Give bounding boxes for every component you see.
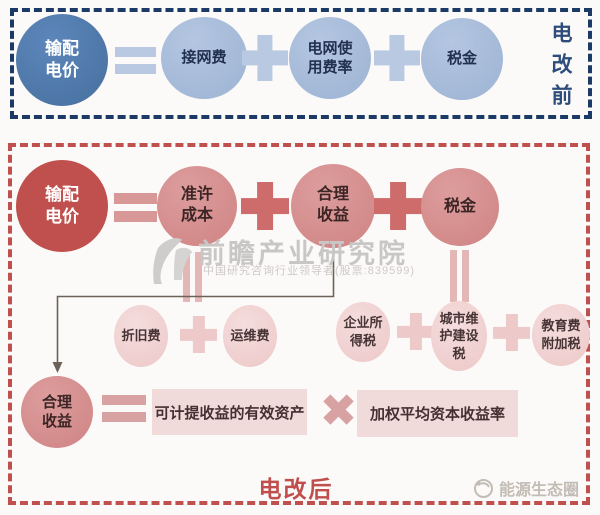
rect-effective-assets: 可计提收益的有效资产 bbox=[152, 389, 307, 435]
link-icon-tax bbox=[450, 250, 469, 302]
brand-name: 能源生态圈 bbox=[499, 482, 580, 499]
node-reasonable-income-result: 合理 收益 bbox=[21, 376, 93, 448]
node-education-surtax: 教育费 附加税 bbox=[532, 304, 590, 366]
plus-icon bbox=[397, 313, 434, 350]
before-reform-label: 电改前 bbox=[549, 22, 572, 115]
node-grid-usage-rate: 电网使 用费率 bbox=[289, 17, 371, 99]
equals-icon bbox=[102, 395, 146, 422]
node-permitted-cost: 准许 成本 bbox=[157, 166, 237, 246]
node-corporate-income-tax: 企业所 得税 bbox=[336, 302, 390, 362]
plus-icon bbox=[374, 35, 420, 81]
brand-globe-icon bbox=[474, 478, 493, 498]
node-operation-maintenance-fee: 运维费 bbox=[223, 305, 277, 367]
plus-icon bbox=[241, 182, 289, 230]
equals-icon bbox=[114, 193, 157, 222]
before-reform-box bbox=[10, 8, 592, 119]
plus-icon bbox=[374, 182, 422, 230]
after-reform-label: 电改后 bbox=[258, 476, 334, 502]
node-urban-construction-tax: 城市维 护建设 税 bbox=[431, 301, 487, 371]
brand-logo: 能源生态圈 bbox=[473, 476, 579, 500]
node-reasonable-income: 合理 收益 bbox=[291, 164, 375, 248]
node-tax-before: 税金 bbox=[421, 18, 503, 100]
plus-icon bbox=[180, 316, 217, 353]
plus-icon bbox=[242, 35, 288, 81]
rect-weighted-capital-return: 加权平均资本收益率 bbox=[357, 390, 518, 437]
watermark-subtitle: 中国研究咨询行业领导者(股票:839599) bbox=[203, 265, 416, 277]
equals-icon bbox=[115, 47, 156, 74]
node-transmission-price-before: 输配 电价 bbox=[16, 14, 108, 106]
node-transmission-price-after: 输配 电价 bbox=[16, 160, 108, 252]
plus-icon bbox=[493, 314, 530, 351]
node-grid-connection-fee: 接网费 bbox=[161, 17, 247, 99]
node-depreciation-fee: 折旧费 bbox=[114, 305, 168, 367]
node-tax-after: 税金 bbox=[421, 168, 499, 246]
